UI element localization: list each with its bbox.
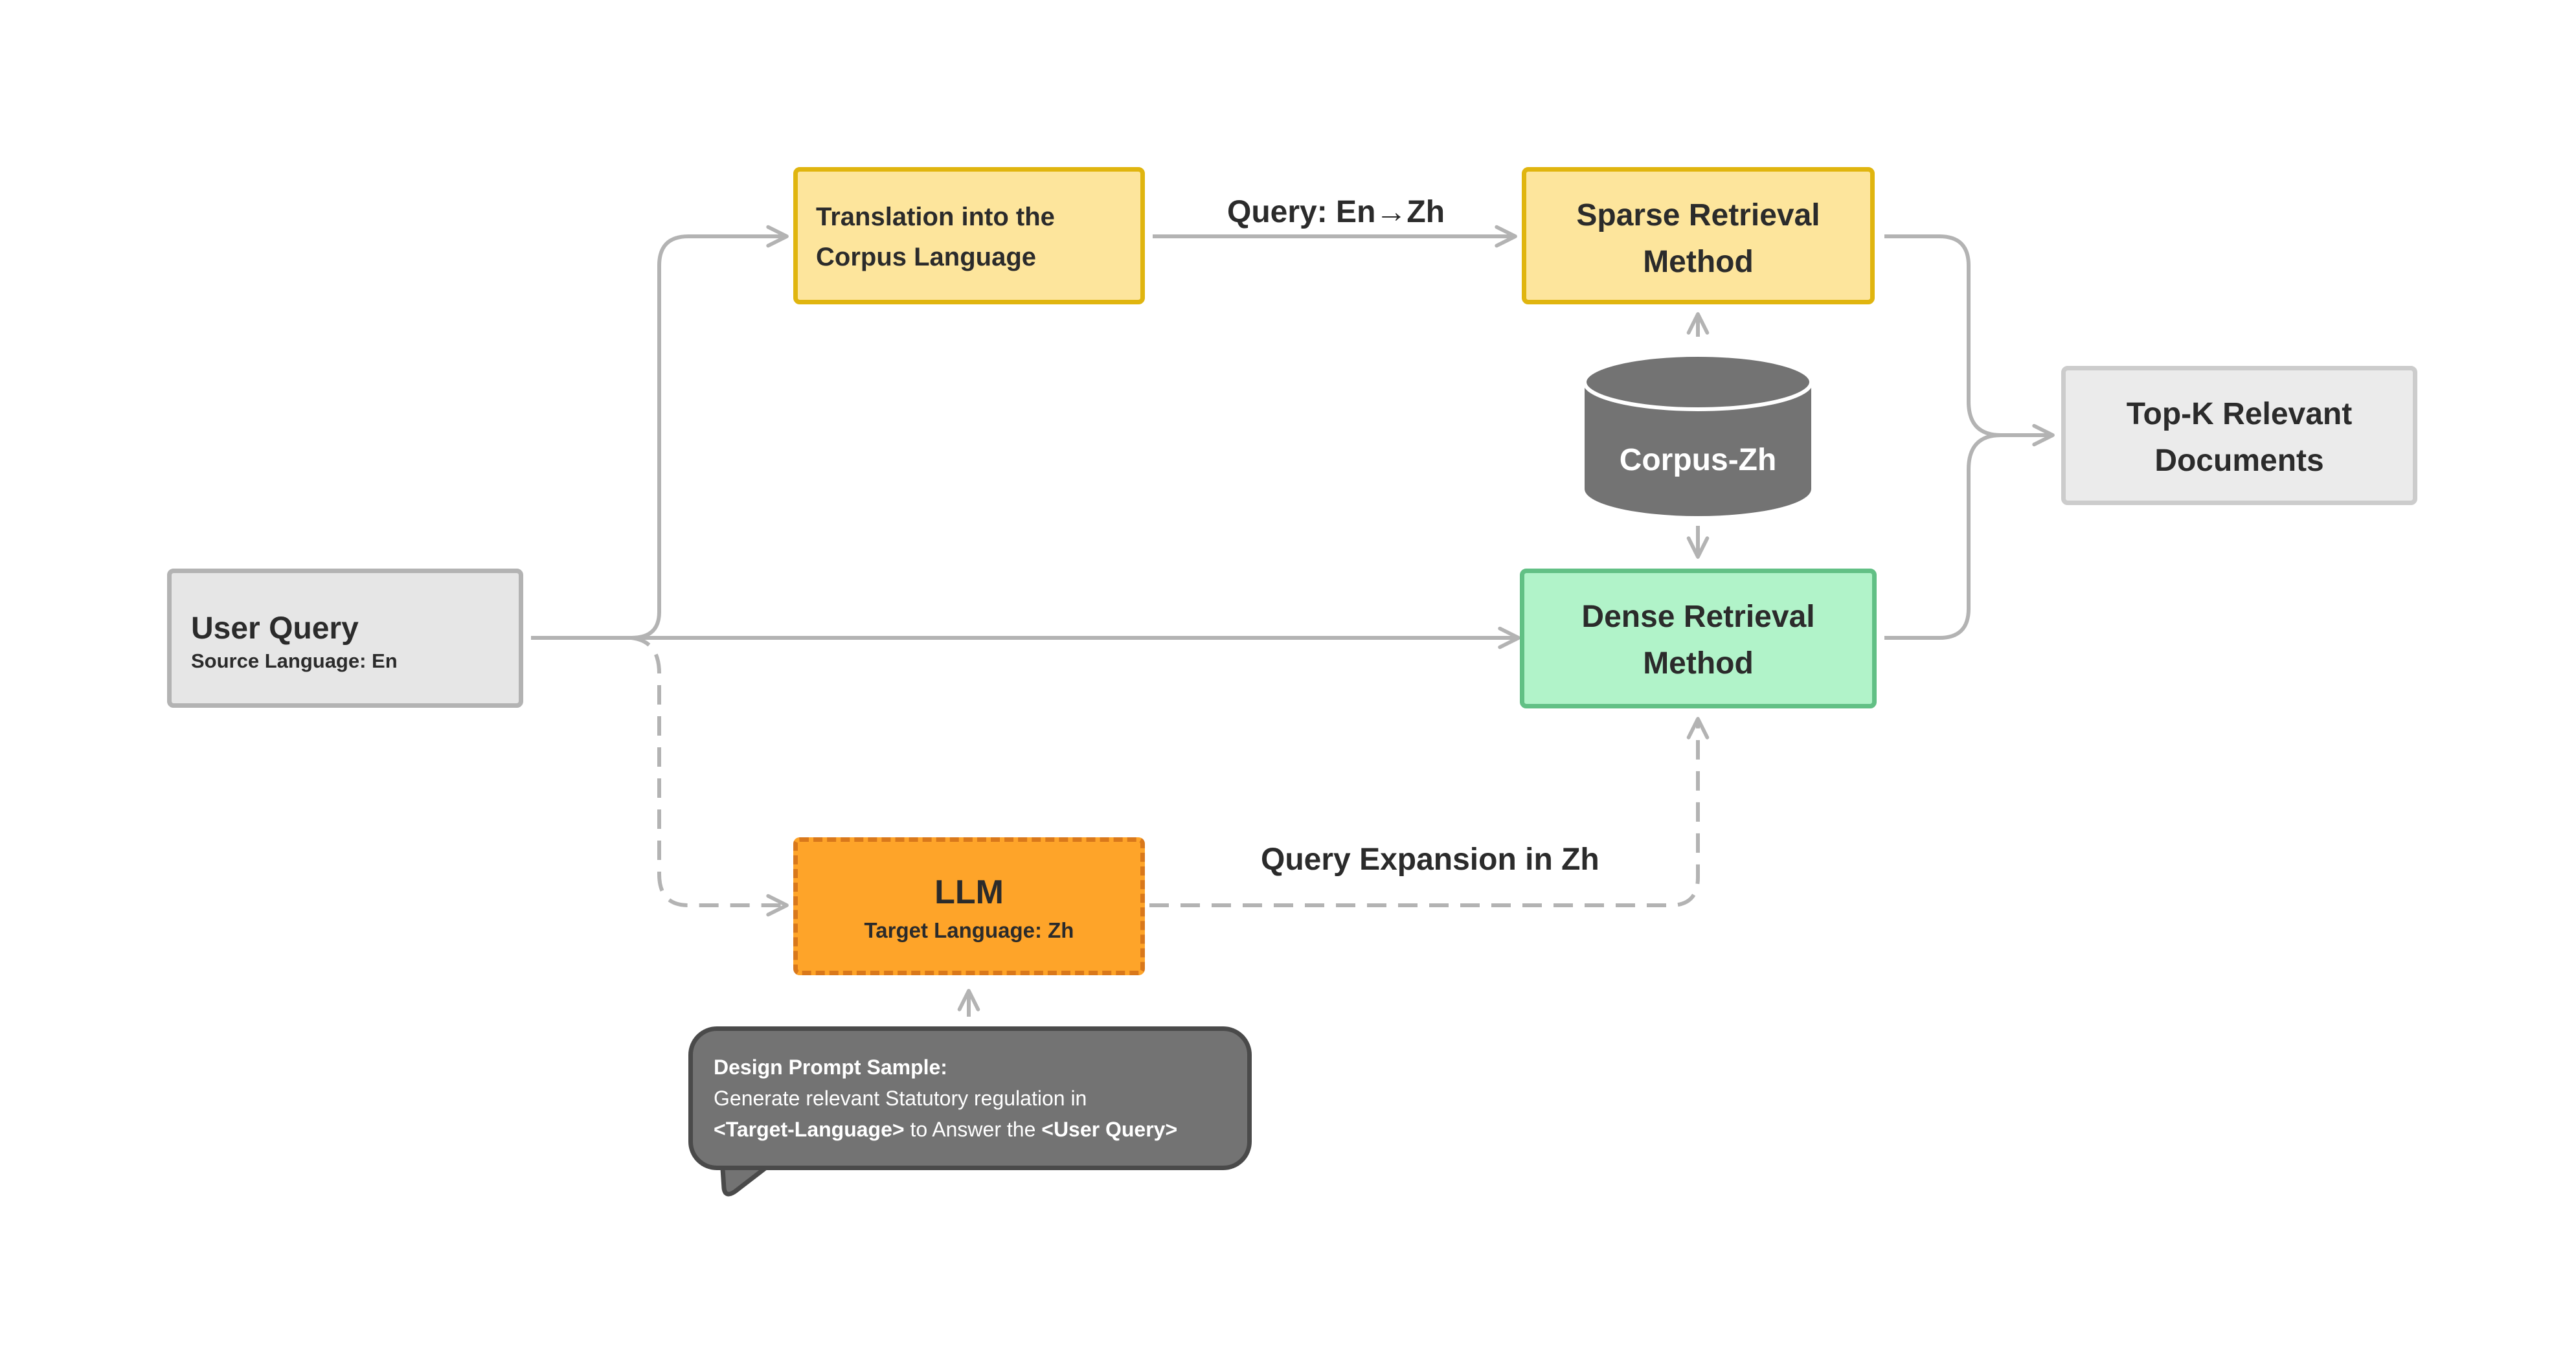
corpus-cylinder-icon [1583,353,1813,516]
llm-subtitle: Target Language: Zh [864,918,1074,942]
topk-documents-node: Top-K Relevant Documents [2061,366,2417,505]
sparse-label-line1: Sparse Retrieval [1576,198,1820,232]
translation-label-line2: Corpus Language [816,243,1037,271]
topk-label-line1: Top-K Relevant [2126,397,2353,431]
sparse-retrieval-node: Sparse Retrieval Method [1522,167,1875,304]
dense-label-line1: Dense Retrieval [1581,600,1815,634]
translation-label-line1: Translation into the [816,203,1055,231]
prompt-mid-text: to Answer the [904,1118,1042,1141]
llm-node: LLM Target Language: Zh [793,837,1145,975]
user-query-title: User Query [191,611,359,646]
edge-sparse-to-topk [1884,234,2055,447]
prompt-line2: <Target-Language> to Answer the <User Qu… [714,1118,1177,1142]
corpus-label: Corpus-Zh [1619,443,1777,477]
sparse-label-line2: Method [1643,245,1754,279]
llm-title: LLM [934,874,1004,911]
edge-user-to-translation [631,225,789,640]
edge-label-query-en-zh: Query: En→Zh [1227,195,1445,229]
edge-dense-to-topk [1884,433,2002,640]
dense-label-line2: Method [1643,646,1754,681]
edge-llm-to-dense [1149,717,1710,907]
edge-user-to-llm [631,636,789,917]
edge-label-query-expansion: Query Expansion in Zh [1261,842,1599,877]
user-query-node: User Query Source Language: En [167,569,523,708]
prompt-heading: Design Prompt Sample: [714,1056,947,1079]
dense-retrieval-node: Dense Retrieval Method [1520,569,1877,708]
translation-node: Translation into the Corpus Language [793,167,1145,304]
prompt-line1: Generate relevant Statutory regulation i… [714,1087,1087,1110]
prompt-user-query-tag: <User Query> [1041,1118,1178,1141]
prompt-speech-bubble: Design Prompt Sample: Generate relevant … [688,1026,1252,1170]
prompt-target-language-tag: <Target-Language> [714,1118,905,1141]
user-query-subtitle: Source Language: En [191,650,398,672]
topk-label-line2: Documents [2154,444,2324,478]
